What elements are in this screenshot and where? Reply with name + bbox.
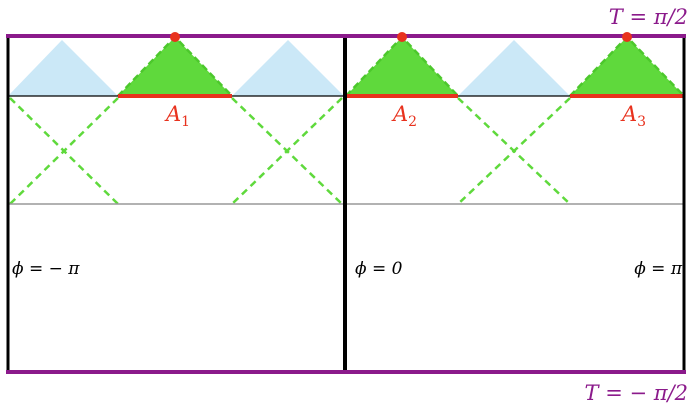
label-bottom-boundary: T = − π/2: [585, 381, 688, 405]
tip-dots: [170, 32, 632, 42]
label-region-a2-main: A: [391, 102, 408, 126]
ray-6: [457, 97, 571, 205]
label-region-a3-main: A: [620, 102, 637, 126]
ray-4: [231, 97, 343, 205]
green-wedge-a1: [118, 37, 232, 96]
tip-dot-a2: [397, 32, 407, 42]
green-wedges: [118, 37, 684, 96]
label-region-a3: A3: [620, 102, 646, 130]
green-wedge-a2: [346, 37, 458, 96]
tip-dot-a3: [622, 32, 632, 42]
tip-dot-a1: [170, 32, 180, 42]
label-top-boundary: T = π/2: [609, 5, 688, 29]
label-region-a1-sub: 1: [181, 114, 190, 130]
lightblue-wedge-1: [8, 40, 118, 96]
lightblue-wedge-3: [458, 40, 570, 96]
label-phi-center: ϕ = 0: [355, 259, 403, 279]
label-region-a1: A1: [164, 102, 190, 130]
ray-2: [9, 97, 119, 205]
walls: [6, 36, 686, 372]
label-region-a2-sub: 2: [408, 114, 417, 130]
light-rays: [9, 97, 571, 205]
lightblue-wedges: [8, 40, 570, 96]
label-phi-left: ϕ = − π: [12, 259, 80, 279]
lightblue-wedge-2: [232, 40, 344, 96]
label-region-a3-sub: 3: [637, 114, 646, 130]
green-wedge-a3: [570, 37, 684, 96]
label-region-a1-main: A: [164, 102, 181, 126]
label-region-a2: A2: [391, 102, 417, 130]
label-phi-right: ϕ = π: [634, 259, 683, 279]
